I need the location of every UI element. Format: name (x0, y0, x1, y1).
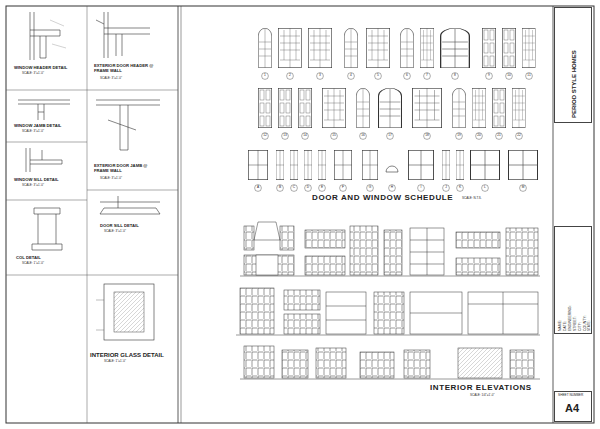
detail-title: WINDOW SILL DETAIL (14, 178, 59, 183)
scale-note: SCALE: 3"=1'-0" (100, 77, 122, 80)
callout-number: A (257, 186, 259, 189)
title-block-text: A4 (565, 402, 579, 415)
callout-number: C (293, 186, 295, 189)
scale-note: SCALE: N.T.S. (462, 197, 482, 200)
callout-number: 3 (319, 74, 321, 77)
callout-number: 14 (303, 134, 307, 137)
callout-number: B (279, 186, 281, 189)
callout-number: 7 (426, 74, 428, 77)
callout-number: 20 (477, 134, 481, 137)
callout-number: E (321, 186, 323, 189)
callout-number: 1 (264, 74, 266, 77)
callout-number: M (522, 186, 525, 189)
callout-number: 2 (289, 74, 291, 77)
detail-title: DOOR SILL DETAIL (100, 224, 139, 229)
scale-note: SCALE: 1"=1'-0" (22, 262, 44, 265)
title-block-text: STREET: (573, 317, 577, 331)
firm-name: PERIOD STYLE HOMES (571, 50, 578, 118)
callout-number: 4 (350, 74, 352, 77)
callout-number: 8 (454, 74, 456, 77)
detail-title: EXTERIOR DOOR HEADER @ FRAME WALL (94, 64, 160, 74)
callout-number: I (421, 186, 422, 189)
info-panel: NAME:DATE:ENGINEERING:STREET:CITY:COUNTY… (554, 226, 592, 334)
detail-title: INTERIOR GLASS DETAIL (90, 352, 164, 359)
scale-note: SCALE: 1/4"=1'-0" (470, 394, 494, 397)
callout-number: 12 (263, 134, 267, 137)
detail-title: EXTERIOR DOOR JAMB @ FRAME WALL (94, 164, 160, 174)
callout-number: 6 (406, 74, 408, 77)
callout-number: D (307, 186, 309, 189)
title-block-text: COUNTY: (583, 315, 587, 331)
callout-number: G (369, 186, 371, 189)
callout-number: 5 (377, 74, 379, 77)
scale-note: SCALE: 3"=1'-0" (104, 230, 126, 233)
title-block-text: SHEET NUMBER (558, 394, 583, 398)
callout-number: H (391, 186, 393, 189)
sheet-number-panel: SHEET NUMBER A4 (554, 391, 592, 422)
schedule-title: DOOR AND WINDOW SCHEDULE (312, 193, 453, 202)
detail-title: COL DETAIL (16, 256, 41, 261)
scale-note: SCALE: 3"=1'-0" (100, 177, 122, 180)
callout-number: L (484, 186, 486, 189)
callout-number: 22 (517, 134, 521, 137)
callout-number: 21 (497, 134, 501, 137)
callout-number: 9 (488, 74, 490, 77)
scale-note: SCALE: 3"=1'-0" (22, 72, 44, 75)
callout-number: K (459, 186, 461, 189)
scale-note: SCALE: 3"=1'-0" (22, 130, 44, 133)
callout-number: 13 (283, 134, 287, 137)
title-block-text: NAME: (558, 320, 562, 331)
callout-number: F (342, 186, 344, 189)
scale-note: SCALE: 1"=1'-0" (104, 360, 126, 363)
callout-number: 11 (527, 74, 530, 77)
callout-number: 17 (388, 134, 392, 137)
title-block-text: ENGINEERING: (568, 306, 572, 331)
logo-panel: PERIOD STYLE HOMES (554, 7, 592, 123)
title-block-text: CITY: (578, 322, 582, 331)
scale-note: SCALE: 3"=1'-0" (22, 184, 44, 187)
title-block-text: DATE: (563, 321, 567, 331)
callout-number: J (445, 186, 447, 189)
detail-title: WINDOW JAMB DETAIL (14, 124, 61, 129)
callout-number: 18 (425, 134, 429, 137)
callout-number: 15 (332, 134, 336, 137)
detail-title: WINDOW HEADER DETAIL (14, 66, 67, 71)
title-block-text: STATE: (588, 320, 592, 331)
callout-number: 16 (361, 134, 365, 137)
elevations-title: INTERIOR ELEVATIONS (430, 383, 532, 392)
callout-number: 10 (507, 74, 511, 77)
callout-number: 19 (457, 134, 461, 137)
